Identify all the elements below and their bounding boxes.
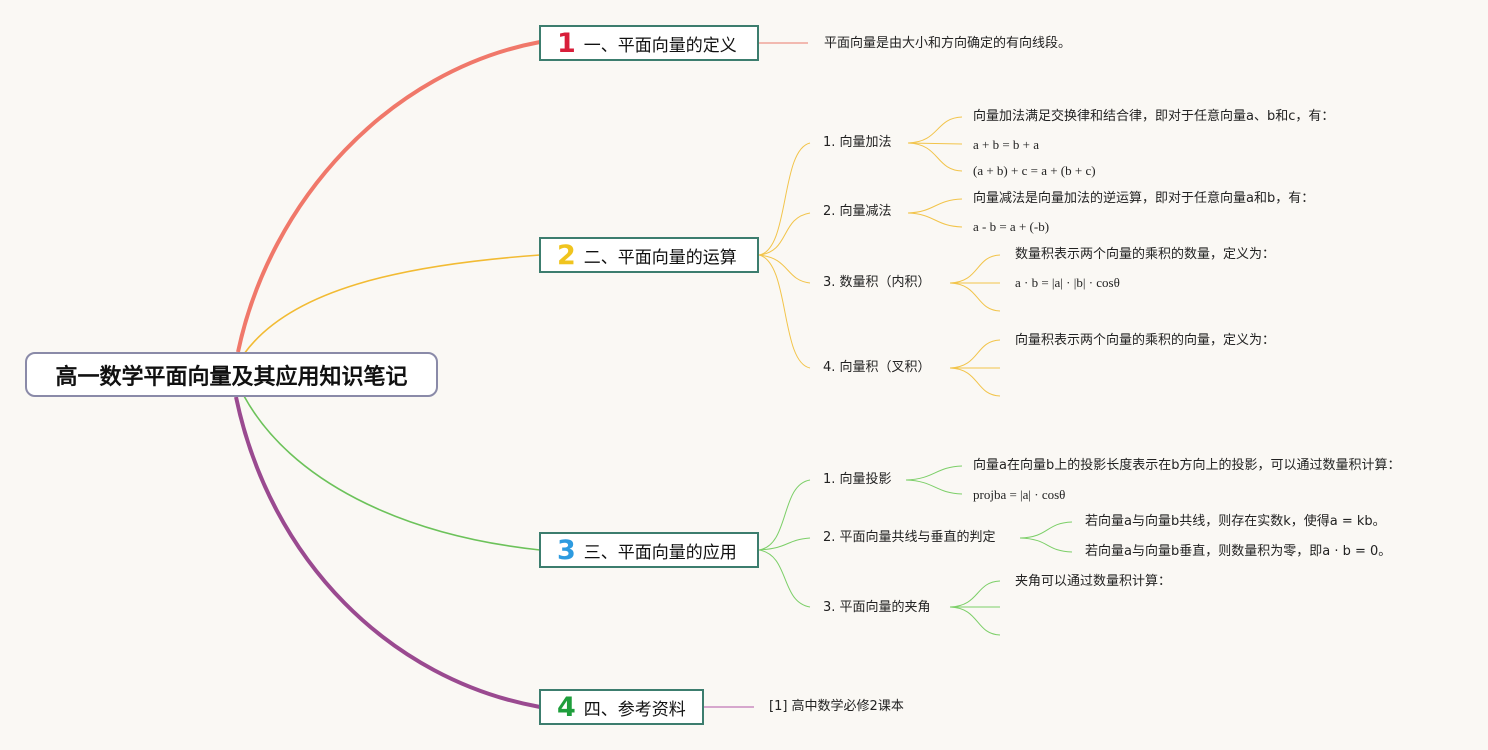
collinear-rule: 若向量a与向量b共线，则存在实数k，使得a = kb。 [1085, 514, 1386, 529]
subtraction-formula: a - b = a + (-b) [973, 219, 1050, 234]
link-dot-l3 [949, 282, 1001, 312]
link-root-b1 [236, 40, 541, 353]
link-b3-ang [758, 549, 811, 608]
branch-definition-label: 一、平面向量的定义 [583, 35, 737, 56]
number-badge-1: 1 [557, 27, 576, 59]
root-title: 高一数学平面向量及其应用知识笔记 [55, 364, 408, 390]
branch-applications-label: 三、平面向量的应用 [583, 542, 737, 563]
subtraction-desc: 向量减法是向量加法的逆运算，即对于任意向量a和b，有： [973, 191, 1315, 206]
link-sub-l1 [907, 198, 963, 214]
topic-vector-projection[interactable]: 1. 向量投影 [823, 472, 892, 487]
addition-associative: (a + b) + c = a + (b + c) [973, 163, 1096, 178]
dot-product-desc: 数量积表示两个向量的乘积的数量，定义为： [1015, 247, 1276, 262]
topic-vector-subtraction[interactable]: 2. 向量减法 [823, 204, 892, 219]
link-cross-l1 [949, 339, 1001, 369]
number-badge-2: 2 [557, 239, 576, 271]
link-add-l1 [907, 116, 963, 144]
dot-product-formula: a · b = |a| · |b| · cosθ [1015, 275, 1120, 290]
branch-definition[interactable]: 1 一、平面向量的定义 [539, 25, 759, 61]
branch-references-label: 四、参考资料 [583, 699, 686, 720]
link-col-l1 [1019, 521, 1073, 539]
projection-formula: projba = |a| · cosθ [973, 487, 1066, 502]
cross-product-desc: 向量积表示两个向量的乘积的向量，定义为： [1015, 333, 1276, 348]
reference-item: [1] 高中数学必修2课本 [769, 699, 904, 714]
link-b2-dot [758, 254, 811, 284]
branch-operations[interactable]: 2 二、平面向量的运算 [539, 237, 759, 273]
topic-dot-product[interactable]: 3. 数量积（内积） [823, 275, 931, 290]
branch-operations-label: 二、平面向量的运算 [583, 247, 737, 268]
link-proj-l2 [905, 479, 963, 495]
addition-commutative: a + b = b + a [973, 137, 1040, 152]
link-cross-l3 [949, 367, 1001, 397]
link-root-b4 [234, 396, 541, 709]
link-b2-add [758, 142, 811, 256]
link-b3-proj [758, 479, 811, 551]
link-add-l2 [907, 142, 963, 145]
link-ang-l3 [949, 606, 1001, 636]
link-proj-l1 [905, 465, 963, 481]
link-add-l3 [907, 142, 963, 172]
link-col-l2 [1019, 537, 1073, 553]
topic-collinear-perpendicular[interactable]: 2. 平面向量共线与垂直的判定 [823, 530, 996, 545]
branch-applications[interactable]: 3 三、平面向量的应用 [539, 532, 759, 568]
root-topic[interactable]: 高一数学平面向量及其应用知识笔记 [25, 352, 438, 397]
topic-vector-addition[interactable]: 1. 向量加法 [823, 135, 892, 150]
link-root-b3 [243, 395, 541, 551]
branch-references[interactable]: 4 四、参考资料 [539, 689, 704, 725]
link-sub-l2 [907, 212, 963, 228]
link-b2-cross [758, 254, 811, 369]
link-b2-sub [758, 212, 811, 256]
topic-vector-angle[interactable]: 3. 平面向量的夹角 [823, 600, 931, 615]
topic-cross-product[interactable]: 4. 向量积（叉积） [823, 360, 931, 375]
link-dot-l1 [949, 254, 1001, 284]
addition-desc: 向量加法满足交换律和结合律，即对于任意向量a、b和c，有： [973, 109, 1335, 124]
perpendicular-rule: 若向量a与向量b垂直，则数量积为零，即a · b = 0。 [1085, 544, 1392, 559]
number-badge-4: 4 [557, 691, 576, 723]
link-b3-col [758, 537, 811, 551]
link-root-b2 [243, 254, 541, 355]
number-badge-3: 3 [557, 534, 576, 566]
definition-text: 平面向量是由大小和方向确定的有向线段。 [824, 36, 1072, 51]
angle-desc: 夹角可以通过数量积计算： [1015, 574, 1172, 589]
projection-desc: 向量a在向量b上的投影长度表示在b方向上的投影，可以通过数量积计算： [973, 458, 1401, 473]
link-ang-l1 [949, 580, 1001, 608]
